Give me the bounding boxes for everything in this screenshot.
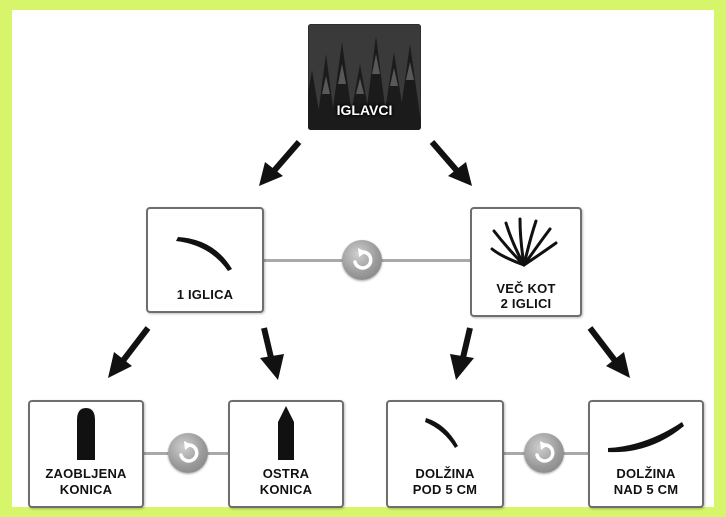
node-vec-label-line1: VEČ KOT: [496, 281, 556, 296]
down-arrow-icon: [108, 326, 151, 378]
node-b-label-line1: OSTRA: [262, 466, 310, 481]
sharp-tip-needle-icon: [278, 406, 294, 460]
node-vec-kot-2-iglici: VEČ KOT 2 IGLICI: [470, 207, 582, 317]
node-dolzina-nad-5cm: DOLŽINA NAD 5 CM: [588, 400, 704, 508]
node-a-label-line1: ZAOBLJENA: [45, 466, 127, 481]
root-label: IGLAVCI: [336, 102, 393, 118]
node-ostra-konica: OSTRA KONICA: [228, 400, 344, 508]
node-vec-label-line2: 2 IGLICI: [500, 296, 552, 311]
down-arrow-icon: [429, 140, 472, 186]
node-d-label-line1: DOLŽINA: [616, 466, 676, 481]
rounded-tip-needle-icon: [77, 408, 95, 460]
rotate-swap-icon[interactable]: [342, 240, 382, 280]
rotate-swap-icon[interactable]: [524, 433, 564, 473]
node-c-label-line2: POD 5 CM: [412, 482, 478, 497]
conifer-forest-photo: [308, 24, 421, 130]
down-arrow-icon: [587, 326, 630, 378]
node-c-label-line1: DOLŽINA: [415, 466, 475, 481]
node-1-label: 1 IGLICA: [176, 287, 234, 302]
short-needle-icon: [425, 418, 458, 448]
rotate-swap-icon[interactable]: [168, 433, 208, 473]
down-arrow-icon: [259, 140, 302, 186]
long-needle-icon: [608, 422, 684, 453]
node-1-iglica: 1 IGLICA: [146, 207, 264, 313]
node-a-label-line2: KONICA: [59, 482, 113, 497]
needle-bundle-icon: [490, 217, 558, 267]
down-arrow-icon: [450, 327, 474, 380]
root-node-iglavci: IGLAVCI: [308, 24, 421, 130]
node-zaobljena-konica: ZAOBLJENA KONICA: [28, 400, 144, 508]
node-dolzina-pod-5cm: DOLŽINA POD 5 CM: [386, 400, 504, 508]
node-b-label-line2: KONICA: [259, 482, 313, 497]
down-arrow-icon: [260, 327, 284, 380]
single-needle-icon: [176, 237, 232, 271]
node-d-label-line2: NAD 5 CM: [613, 482, 679, 497]
